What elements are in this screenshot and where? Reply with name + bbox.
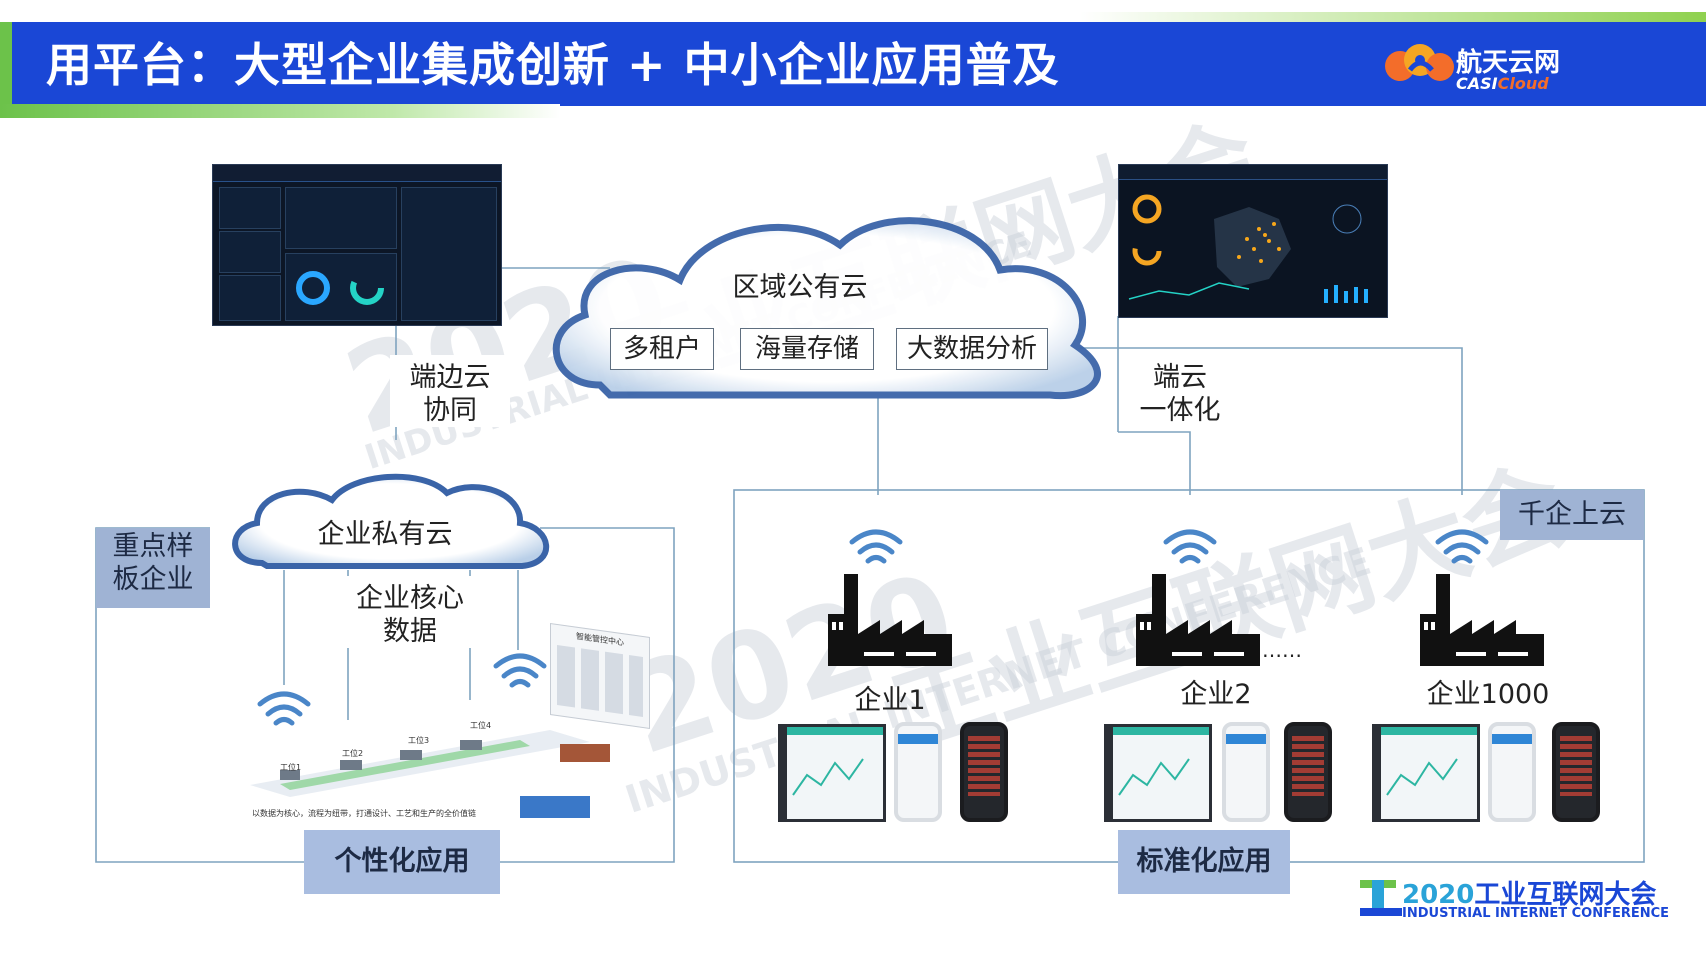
footer-logo-title: 2020工业互联网大会 bbox=[1402, 880, 1657, 910]
enterprise-cloud-side-label: 千企上云 bbox=[1500, 490, 1644, 540]
core-data-label-line2: 数据 bbox=[340, 609, 480, 648]
phone-app-screen bbox=[1488, 722, 1536, 822]
factory-icon bbox=[1420, 574, 1544, 666]
private-cloud-shape bbox=[232, 473, 550, 569]
personalized-app-tag: 个性化应用 bbox=[304, 830, 500, 894]
monitor-app-screen bbox=[1104, 724, 1212, 822]
logo-en-text: CASICloud bbox=[1456, 74, 1549, 93]
header-left-accent bbox=[0, 22, 12, 106]
edge-cloud-label-line1: 端边云 bbox=[390, 355, 510, 394]
enterprise-1000-label: 企业1000 bbox=[1426, 679, 1550, 710]
monitor-app-screen bbox=[1372, 724, 1480, 822]
app-chart bbox=[1386, 758, 1458, 796]
dashboard-panel bbox=[401, 187, 497, 321]
control-center-grid bbox=[557, 644, 643, 718]
workstation-label: 工位3 bbox=[408, 736, 430, 745]
app-topbar bbox=[1492, 734, 1532, 744]
edge-cloud-label-line2: 协同 bbox=[390, 388, 510, 427]
monitor-app-screen bbox=[778, 724, 886, 822]
public-cloud-shape bbox=[552, 217, 1101, 400]
dashboard-topbar bbox=[213, 165, 501, 182]
wifi-icon bbox=[493, 653, 547, 688]
app-list bbox=[968, 736, 1000, 796]
workstation-label: 工位1 bbox=[280, 763, 302, 772]
endcloud-label-line1: 端云 bbox=[1130, 355, 1230, 394]
left-dashboard-screenshot bbox=[212, 164, 502, 326]
material-delivery-box bbox=[520, 796, 590, 818]
chip-multi-tenant: 多租户 bbox=[610, 328, 714, 370]
app-topbar bbox=[1113, 727, 1209, 735]
enterprise-1-label: 企业1 bbox=[854, 685, 926, 716]
enterprise-ellipsis: …… bbox=[1262, 638, 1302, 662]
wifi-icon bbox=[849, 529, 903, 564]
production-caption: 以数据为核心，流程为纽带，打通设计、工艺和生产的全价值链 bbox=[252, 809, 476, 818]
app-chart bbox=[1118, 758, 1190, 796]
workstation-label: 工位4 bbox=[470, 721, 492, 730]
header-green-accent bbox=[1080, 12, 1706, 22]
page-title: 用平台：大型企业集成创新 + 中小企业应用普及 bbox=[46, 38, 1060, 92]
wifi-icon bbox=[1163, 529, 1217, 564]
dashboard-panel bbox=[285, 253, 397, 321]
standardized-app-tag: 标准化应用 bbox=[1118, 830, 1290, 894]
workstation-label: 工位2 bbox=[342, 749, 364, 758]
right-dashboard-screenshot bbox=[1118, 164, 1388, 318]
private-cloud-label: 企业私有云 bbox=[317, 519, 453, 550]
phone-app-screen bbox=[894, 722, 942, 822]
phone-app-screen bbox=[1222, 722, 1270, 822]
dashboard-panel bbox=[285, 187, 397, 249]
dashboard-topbar bbox=[1119, 165, 1387, 180]
key-enterprise-side-label: 重点样 板企业 bbox=[96, 528, 210, 608]
side-label-line2: 板企业 bbox=[112, 564, 194, 595]
header-bottom-accent bbox=[0, 104, 560, 118]
app-topbar bbox=[787, 727, 883, 735]
factory-icon bbox=[828, 574, 952, 666]
app-topbar bbox=[1226, 734, 1266, 744]
phone-app-screen-dark bbox=[1284, 722, 1332, 822]
chip-mass-storage: 海量存储 bbox=[740, 328, 874, 370]
dashboard-panel bbox=[219, 231, 281, 273]
app-chart bbox=[792, 758, 864, 796]
control-center-panel: 智能管控中心 bbox=[550, 622, 650, 730]
public-cloud-label: 区域公有云 bbox=[732, 272, 868, 303]
app-list bbox=[1560, 736, 1592, 796]
phone-app-screen-dark bbox=[960, 722, 1008, 822]
dashboard-map bbox=[1128, 194, 1368, 303]
casicloud-logo-icon bbox=[1385, 44, 1454, 81]
factory-icon bbox=[1136, 574, 1260, 666]
wifi-icon bbox=[257, 691, 311, 726]
phone-app-screen-dark bbox=[1552, 722, 1600, 822]
dashboard-panel bbox=[219, 187, 281, 229]
app-topbar bbox=[898, 734, 938, 744]
conference-logo-icon bbox=[1360, 880, 1402, 916]
dashboard-panel bbox=[219, 275, 281, 321]
wifi-icon bbox=[1435, 529, 1489, 564]
endcloud-label-line2: 一体化 bbox=[1130, 388, 1230, 427]
logo-cn-text: 航天云网 bbox=[1456, 48, 1561, 78]
production-line-illustration bbox=[250, 730, 610, 797]
side-label-line1: 重点样 bbox=[112, 531, 194, 562]
app-list bbox=[1292, 736, 1324, 796]
app-topbar bbox=[1381, 727, 1477, 735]
footer-logo-subtitle: INDUSTRIAL INTERNET CONFERENCE bbox=[1402, 906, 1670, 921]
core-data-label-line1: 企业核心 bbox=[340, 576, 480, 615]
dashboard-donut-charts bbox=[296, 271, 384, 305]
enterprise-2-label: 企业2 bbox=[1180, 679, 1252, 710]
chip-big-data-analysis: 大数据分析 bbox=[896, 328, 1048, 370]
